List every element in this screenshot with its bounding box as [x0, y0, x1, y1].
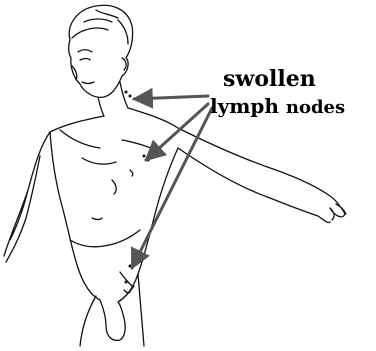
- label-lymph-nodes: lymph nodes: [210, 96, 345, 117]
- hair: [72, 10, 128, 44]
- neck: [98, 82, 128, 116]
- label-lymph: lymph: [210, 94, 279, 118]
- left-arm: [4, 116, 104, 262]
- arrow-neck: [134, 96, 208, 99]
- label-nodes: nodes: [286, 97, 345, 118]
- lymph-node-marks: [125, 91, 150, 284]
- pelvis: [80, 274, 144, 346]
- neck-node-mark: [125, 91, 128, 94]
- pointer-arrows: [132, 96, 212, 268]
- groin-node-mark: [125, 281, 128, 284]
- arrow-groin: [132, 108, 212, 268]
- neck-node-mark: [129, 95, 132, 98]
- right-arm: [128, 108, 346, 223]
- label-swollen: swollen: [223, 68, 316, 90]
- face: [72, 50, 126, 84]
- human-figure: [4, 5, 346, 346]
- armpit-node-mark: [143, 155, 146, 158]
- chest: [60, 130, 156, 176]
